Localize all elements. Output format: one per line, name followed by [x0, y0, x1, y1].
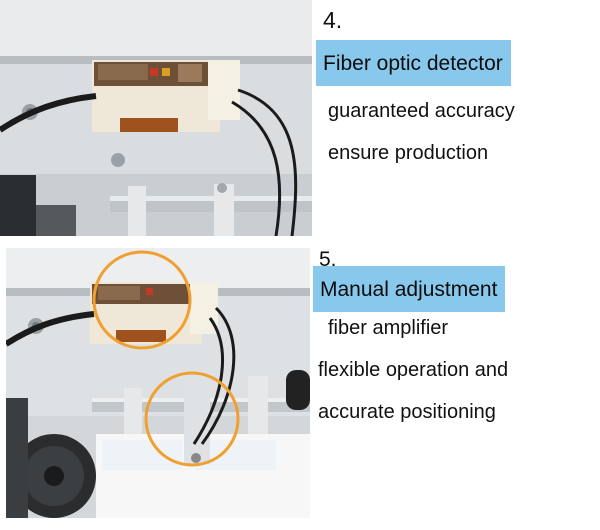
- feature-heading-fiber-optic-detector: Fiber optic detector: [316, 40, 511, 86]
- feature-description-line: flexible operation and: [318, 359, 509, 381]
- feature-description-line: guaranteed accuracy: [328, 100, 515, 122]
- feature-description-line: fiber amplifier: [328, 317, 449, 339]
- section-number-4: 4.: [323, 7, 343, 33]
- product-photo-manual-adjustment: [6, 248, 310, 518]
- section-number-5: 5.: [319, 248, 337, 271]
- feature-description-line: accurate positioning: [318, 401, 496, 423]
- product-photo-fiber-optic-detector: [0, 0, 312, 236]
- feature-heading-manual-adjustment: Manual adjustment: [313, 266, 506, 312]
- feature-description-line: ensure production: [328, 142, 489, 164]
